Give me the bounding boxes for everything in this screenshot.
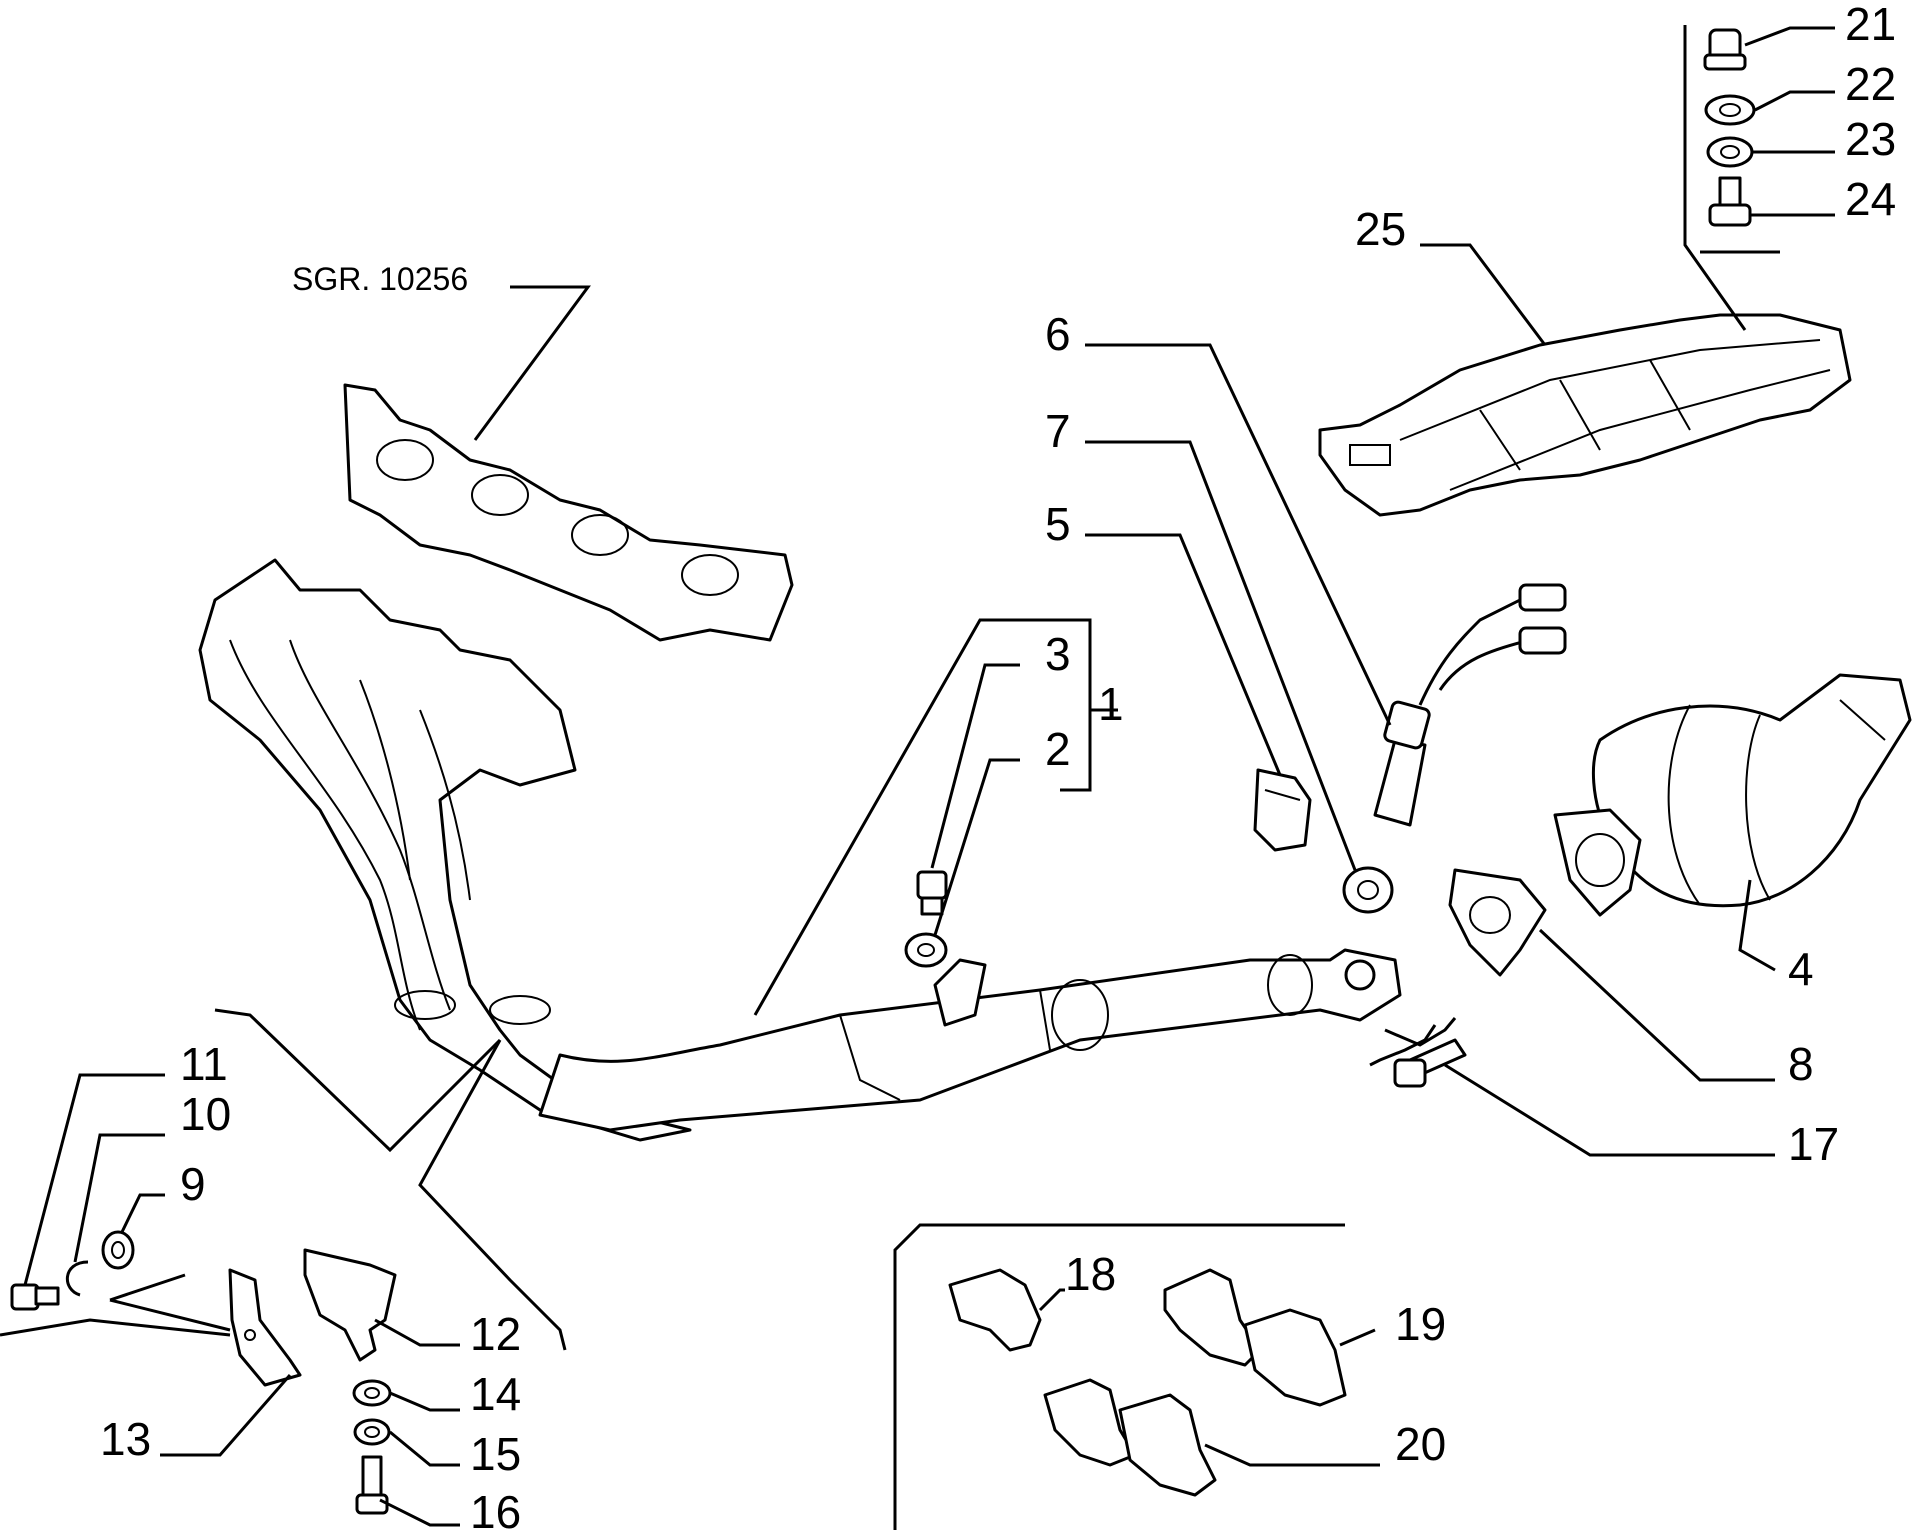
callout-7: 7 [1045,405,1071,457]
callout-10: 10 [180,1088,231,1140]
manifold-gasket [343,383,794,642]
part-12-bracket [303,1248,397,1362]
callout-17: 17 [1788,1118,1839,1170]
part-22-washer [1704,94,1756,126]
callout-1: 1 [1098,678,1124,730]
part-21-nut [1703,28,1747,71]
part-13-clamp [228,1268,302,1387]
part-15-washer [353,1418,391,1446]
callout-16: 16 [470,1486,521,1534]
callout-25: 25 [1355,203,1406,255]
callout-6: 6 [1045,308,1071,360]
callout-8: 8 [1788,1038,1814,1090]
part-14-washer [352,1379,392,1407]
callout-2: 2 [1045,723,1071,775]
callout-12: 12 [470,1308,521,1360]
front-exhaust-pipe [538,948,1402,1132]
callout-14: 14 [470,1368,521,1420]
part-11-bolt [10,1283,60,1311]
part-16-bolt [355,1455,389,1515]
reference-label: SGR. 10256 [292,261,468,297]
callout-3: 3 [1045,628,1071,680]
part-7-ring [1342,866,1394,914]
callout-23: 23 [1845,113,1896,165]
callout-13: 13 [100,1413,151,1465]
part-2-washer [904,932,948,968]
callout-24: 24 [1845,173,1896,225]
exhaust-manifold [198,558,692,1142]
callout-20: 20 [1395,1418,1446,1470]
part-5-sleeve [1253,768,1312,852]
part-20-clip [1043,1378,1217,1497]
callout-9: 9 [180,1158,206,1210]
part-18-clip [948,1268,1042,1352]
part-3-nut [916,870,948,916]
part-9-washer [101,1230,135,1270]
callout-15: 15 [470,1428,521,1480]
part-24-bolt [1708,176,1752,227]
callout-4: 4 [1788,943,1814,995]
part-19-clip [1163,1268,1347,1407]
callout-22: 22 [1845,58,1896,110]
part-4-catalytic-converter [1553,673,1912,917]
part-6-lambda-sensor [1373,583,1567,827]
part-10-clip [65,1260,89,1297]
part-23-washer [1706,136,1754,168]
callout-21: 21 [1845,0,1896,50]
callout-5: 5 [1045,498,1071,550]
sensor-boss [933,958,987,1027]
callout-18: 18 [1065,1248,1116,1300]
callout-19: 19 [1395,1298,1446,1350]
part-25-heat-shield [1318,313,1852,517]
part-8-flange-gasket [1448,868,1547,977]
callout-11: 11 [180,1038,228,1090]
part-17-bolt [1393,1038,1467,1088]
